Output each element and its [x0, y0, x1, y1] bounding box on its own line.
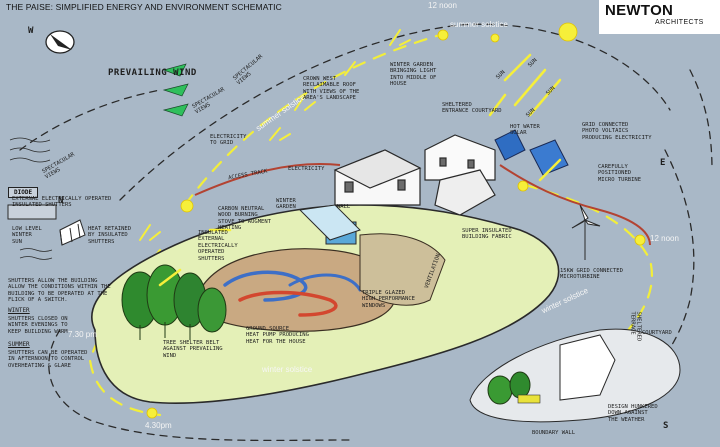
- label-crown-roof: CROWN WEST RECLAIMABLE ROOF WITH VIEWS O…: [303, 76, 360, 102]
- label-triple-glazed: TRIPLE GLAZED HIGH PERFORMANCE WINDOWS: [362, 290, 415, 309]
- site-ground: [91, 204, 560, 404]
- winter-garden-glass: [298, 204, 361, 241]
- logo-address-block: [605, 22, 651, 30]
- compass-west: W: [28, 26, 34, 36]
- label-carbon-neutral: CARBON NEUTRAL WOOD BURNING STOVE TO AUG…: [218, 206, 271, 232]
- label-tree-shelter: TREE SHELTER BELT AGAINST PREVAILING WIN…: [163, 340, 223, 359]
- label-diode-desc: EXTERNAL ELECTRICALLY OPERATED INSULATED…: [12, 196, 112, 209]
- label-hot-water-solar: HOT WATER SOLAR: [510, 124, 540, 137]
- label-heat-retained: HEAT RETAINED BY INSULATED SHUTTERS: [88, 226, 132, 245]
- micro-turbine: [571, 204, 601, 260]
- sketch-hatching: [9, 137, 53, 260]
- label-boundary-wall: BOUNDARY WALL: [532, 430, 576, 436]
- label-summer-heading: SUMMER: [8, 341, 30, 348]
- label-electricity-grid: ELECTRICITY TO GRID: [210, 134, 247, 147]
- logo-suffix: ARCHITECTS: [655, 19, 704, 26]
- compass-north: N: [58, 196, 64, 206]
- time-430pm: 4.30pm: [145, 421, 172, 430]
- compass-south: S: [663, 421, 669, 431]
- compass-rose: [45, 30, 75, 54]
- compass-east: E: [660, 158, 666, 168]
- label-courtyard: COURTYARD: [642, 330, 672, 336]
- label-electricity-track: ELECTRICITY: [288, 166, 325, 172]
- label-shutters-allow: SHUTTERS ALLOW THE BUILDING ALLOW THE CO…: [8, 278, 111, 304]
- inset-plan: [469, 328, 681, 423]
- time-noon-right: 12 noon: [650, 234, 679, 243]
- main-house: [333, 134, 496, 216]
- sun-markers: [146, 22, 646, 419]
- label-summer-desc: SHUTTERS CAN BE OPERATED IN AFTERNOON TO…: [8, 350, 88, 369]
- label-wall: WALL: [337, 204, 351, 210]
- label-sheltered-terrace: SHELTERED TERRACE: [628, 311, 642, 342]
- label-low-level-winter-sun: LOW LEVEL WINTER SUN: [12, 226, 42, 245]
- label-insulated-external: INSULATED EXTERNAL ELECTRICALLY OPERATED…: [198, 230, 238, 262]
- logo: NEWTON ARCHITECTS: [599, 0, 720, 34]
- label-prevailing-wind: PREVAILING WIND: [108, 68, 197, 78]
- season-winter-bottom: winter solstice: [262, 365, 313, 374]
- label-design-hunkered: DESIGN HUNKERED DOWN AGAINST THE WEATHER: [608, 404, 658, 423]
- label-grid-microturbine: 15KW GRID CONNECTED MICROTURBINE: [560, 268, 623, 281]
- label-ground-source: GROUND SOURCE HEAT PUMP PRODUCING HEAT F…: [246, 326, 309, 345]
- label-winter-garden-light: WINTER GARDEN BRINGING LIGHT INTO MIDDLE…: [390, 62, 437, 88]
- wind-arrows: [162, 63, 189, 117]
- pv-panels: [494, 129, 569, 176]
- label-carefully-positioned: CAREFULLY POSITIONED MICRO TURBINE: [598, 164, 642, 183]
- label-diode: DIODE: [8, 187, 39, 198]
- sun-rays: [158, 53, 562, 287]
- label-winter-garden: WINTER GARDEN: [276, 198, 296, 211]
- label-sheltered-entrance: SHELTERED ENTRANCE COURTYARD: [442, 102, 502, 115]
- time-noon-top: 12 noon: [428, 1, 457, 10]
- diode-sketch: [7, 204, 86, 246]
- logo-name: NEWTON: [605, 2, 674, 19]
- turbine-glyphs: [139, 29, 411, 241]
- time-730pm: 7.30 pm: [68, 330, 97, 339]
- access-track: [194, 163, 651, 246]
- label-super-insulated: SUPER INSULATED BUILDING FABRIC: [462, 228, 512, 241]
- label-winter-heading: WINTER: [8, 307, 30, 314]
- label-pv-panels: GRID CONNECTED PHOTO VOLTAICS PRODUCING …: [582, 122, 652, 141]
- tree-belt: [121, 264, 227, 340]
- season-summer-top: summer solstice: [450, 20, 508, 29]
- page-title: THE PAISE: SIMPLIFIED ENERGY AND ENVIRON…: [6, 2, 282, 12]
- label-winter-desc: SHUTTERS CLOSED ON WINTER EVENINGS TO KE…: [8, 316, 68, 335]
